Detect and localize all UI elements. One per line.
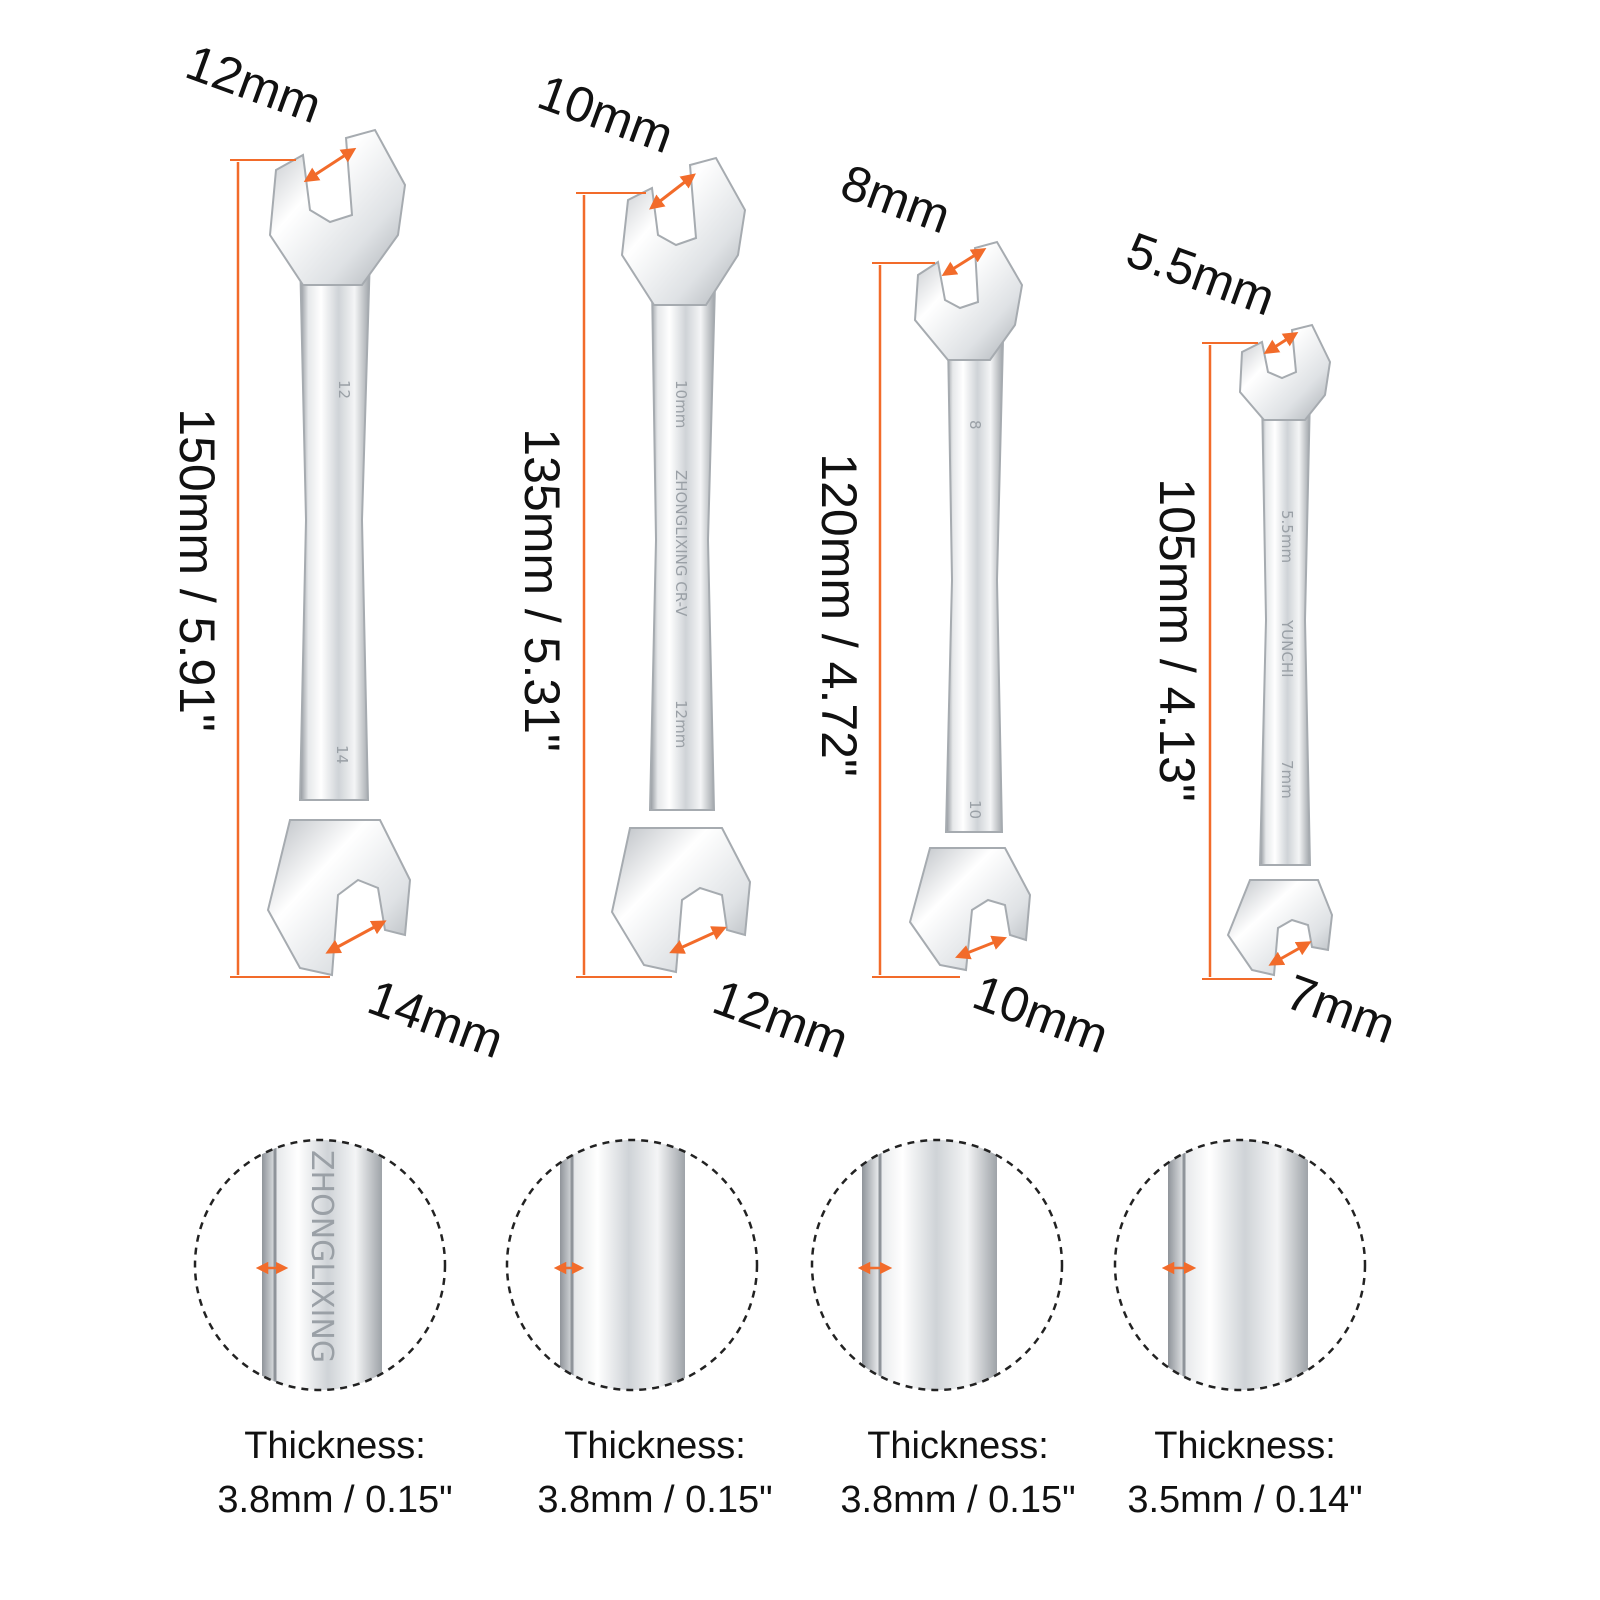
thickness-caption-1: Thickness: 3.8mm / 0.15" <box>217 1425 452 1521</box>
opening-dimension-top-1: 12mm <box>179 34 357 183</box>
thickness-label: Thickness: <box>867 1425 1049 1467</box>
thickness-value: 3.8mm / 0.15" <box>217 1479 452 1521</box>
bottom-opening-label: 14mm <box>361 969 511 1069</box>
length-label: 135mm / 5.31" <box>514 428 570 751</box>
bottom-opening-label: 12mm <box>706 969 856 1069</box>
wrench-120mm: 8 10 <box>908 240 1032 972</box>
bottom-opening-label: 10mm <box>966 964 1116 1064</box>
stamp-mid: ZHONGLIXING CR-V <box>672 470 690 617</box>
thickness-closeup-4 <box>1113 1138 1367 1392</box>
bottom-opening-label: 7mm <box>1279 964 1403 1055</box>
thickness-caption-4: Thickness: 3.5mm / 0.14" <box>1127 1425 1362 1521</box>
thickness-value: 3.5mm / 0.14" <box>1127 1479 1362 1521</box>
length-label: 120mm / 4.72" <box>811 453 867 776</box>
length-dimension-1: 150mm / 5.91" <box>169 159 330 978</box>
stamp-bottom: 12mm <box>672 700 690 748</box>
top-opening-label: 5.5mm <box>1119 222 1282 327</box>
length-label: 150mm / 5.91" <box>169 408 225 731</box>
stamp-top: 8 <box>966 420 984 430</box>
stamp-top: 10mm <box>672 380 690 428</box>
stamp-bottom: 10 <box>966 800 984 819</box>
thickness-value: 3.8mm / 0.15" <box>537 1479 772 1521</box>
opening-dimension-top-4: 5.5mm <box>1119 222 1299 355</box>
wrench-150mm: 12 14 <box>266 128 412 977</box>
thickness-value: 3.8mm / 0.15" <box>840 1479 1075 1521</box>
stamp-closeup: ZHONGLIXING <box>304 1150 339 1363</box>
top-opening-label: 12mm <box>179 34 329 134</box>
length-dimension-4: 105mm / 4.13" <box>1149 342 1272 980</box>
thickness-closeup-3 <box>810 1138 1064 1392</box>
thickness-label: Thickness: <box>564 1425 746 1467</box>
length-dimension-3: 120mm / 4.72" <box>811 262 960 978</box>
length-label: 105mm / 4.13" <box>1149 478 1205 801</box>
thickness-label: Thickness: <box>244 1425 426 1467</box>
opening-dimension-bottom-1: 14mm <box>325 920 511 1069</box>
stamp-mid: YUNCHI <box>1278 619 1296 678</box>
opening-dimension-top-3: 8mm <box>834 154 987 276</box>
stamp-top: 12 <box>335 380 353 399</box>
thickness-label: Thickness: <box>1154 1425 1336 1467</box>
length-dimension-2: 135mm / 5.31" <box>514 192 672 978</box>
thickness-caption-3: Thickness: 3.8mm / 0.15" <box>840 1425 1075 1521</box>
opening-dimension-bottom-2: 12mm <box>669 926 856 1069</box>
thickness-closeup-1: ZHONGLIXING <box>193 1138 447 1392</box>
opening-dimension-bottom-3: 10mm <box>955 935 1116 1064</box>
thickness-caption-2: Thickness: 3.8mm / 0.15" <box>537 1425 772 1521</box>
thickness-closeup-2 <box>505 1138 759 1392</box>
stamp-top: 5.5mm <box>1278 510 1296 563</box>
opening-dimension-top-2: 10mm <box>531 64 696 210</box>
top-opening-label: 10mm <box>531 64 681 164</box>
top-opening-label: 8mm <box>834 154 958 245</box>
opening-dimension-bottom-4: 7mm <box>1268 941 1403 1055</box>
wrench-135mm: 10mm ZHONGLIXING CR-V 12mm <box>610 156 752 974</box>
stamp-bottom: 14 <box>333 745 351 764</box>
stamp-bottom: 7mm <box>1278 760 1296 799</box>
wrench-105mm: 5.5mm YUNCHI 7mm <box>1226 323 1334 977</box>
